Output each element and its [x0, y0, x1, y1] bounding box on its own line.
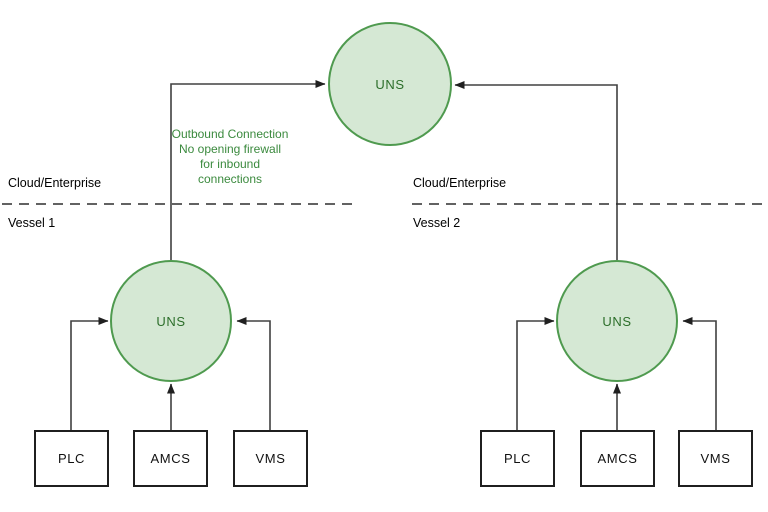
node-vessel2-plc-label: PLC: [503, 451, 532, 466]
annotation-line: No opening firewall: [178, 142, 282, 156]
node-vessel1-amcs-label: AMCS: [150, 451, 191, 466]
node-vessel1-plc: PLC: [34, 430, 109, 487]
node-cloud-uns-label: UNS: [375, 76, 405, 92]
edge-vessel1-uns-to-cloud-uns: [170, 80, 326, 260]
edge-vms1-to-uns: [236, 317, 271, 430]
node-vessel1-plc-label: PLC: [57, 451, 86, 466]
annotation-line: connections: [197, 172, 263, 186]
node-vessel2-amcs: AMCS: [580, 430, 655, 487]
edge-plc2-to-uns: [516, 317, 555, 430]
annotation-line: for inbound: [199, 157, 261, 171]
node-vessel1-uns-label: UNS: [156, 313, 186, 329]
node-cloud-uns: UNS: [328, 22, 452, 146]
node-vessel2-uns: UNS: [556, 260, 678, 382]
node-vessel1-amcs: AMCS: [133, 430, 208, 487]
zone-label-vessel-2: Vessel 2: [413, 216, 461, 230]
node-vessel1-vms-label: VMS: [255, 451, 286, 466]
edge-plc1-to-uns: [70, 317, 109, 430]
node-vessel2-plc: PLC: [480, 430, 555, 487]
edge-vms2-to-uns: [682, 317, 717, 430]
zone-label-cloud-enterprise-left: Cloud/Enterprise: [8, 176, 102, 190]
zone-label-vessel-1: Vessel 1: [8, 216, 56, 230]
node-vessel2-vms: VMS: [678, 430, 753, 487]
zone-label-cloud-enterprise-right: Cloud/Enterprise: [413, 176, 507, 190]
outbound-connection-annotation: Outbound Connection No opening firewall …: [166, 127, 294, 187]
node-vessel1-vms: VMS: [233, 430, 308, 487]
node-vessel2-amcs-label: AMCS: [597, 451, 638, 466]
node-vessel1-uns: UNS: [110, 260, 232, 382]
node-vessel2-uns-label: UNS: [602, 313, 632, 329]
annotation-line: Outbound Connection: [171, 127, 289, 141]
node-vessel2-vms-label: VMS: [700, 451, 731, 466]
edge-vessel2-uns-to-cloud-uns: [454, 81, 618, 260]
